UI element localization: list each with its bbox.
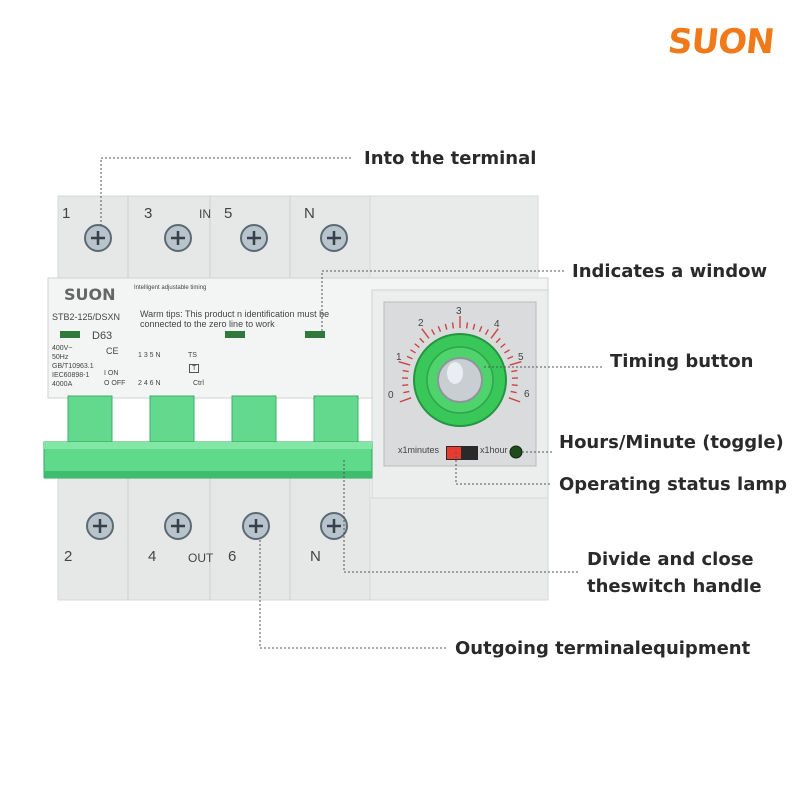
x1hour-label: x1hour <box>480 445 508 455</box>
bottom-terminal-4: 4 <box>148 548 157 565</box>
callout-timing-button: Timing button <box>610 351 754 372</box>
top-terminal-1: 1 <box>62 205 71 222</box>
top-terminal-n: N <box>304 205 315 222</box>
leader-outgoing-terminal <box>259 540 446 649</box>
dial-tick <box>451 322 455 329</box>
dial-tick <box>444 323 448 330</box>
leader-operating-lamp <box>455 452 552 485</box>
indicator-window-3 <box>305 331 325 338</box>
bottom-screw-4 <box>164 512 192 540</box>
top-screw-n <box>320 224 348 252</box>
dial-tick <box>504 349 510 354</box>
dial-tick <box>406 355 413 360</box>
panel-logo: SUON <box>64 285 116 304</box>
bottom-screw-n <box>320 512 348 540</box>
callout-hours-minute-toggle: Hours/Minute (toggle) <box>559 432 784 453</box>
pole-numbers-top: 1 3 5 N <box>138 352 161 359</box>
leader-divide-close <box>343 460 580 573</box>
dial-ticks <box>398 316 522 403</box>
dial-tick <box>484 329 490 336</box>
dial-tick <box>402 369 409 373</box>
breaking-capacity: 4000A <box>52 381 73 388</box>
dial-tick <box>510 390 517 394</box>
bottom-terminal-2: 2 <box>64 548 73 565</box>
top-housing-right <box>369 195 539 279</box>
dial-number-3: 3 <box>456 306 462 317</box>
on-label: I ON <box>104 370 119 377</box>
indicator-window-1 <box>60 331 80 338</box>
dial-tick <box>495 337 501 344</box>
dial-number-6: 6 <box>524 389 530 400</box>
callout-divide-close-line2: theswitch handle <box>587 576 762 597</box>
dial-tick <box>465 322 469 329</box>
warm-tips-line2: connected to the zero line to work <box>140 319 275 329</box>
lever-2 <box>149 395 195 445</box>
dial-number-0: 0 <box>388 390 394 401</box>
lever-3 <box>231 395 277 445</box>
standard-2: IEC60898-1 <box>52 372 90 379</box>
frequency: 50Hz <box>52 354 69 361</box>
lever-4 <box>313 395 359 445</box>
dial-tick <box>500 343 506 349</box>
bottom-screw-6 <box>242 512 270 540</box>
off-label: O OFF <box>104 380 126 387</box>
rating-d63: D63 <box>92 330 113 342</box>
leader-into-terminal <box>100 157 352 226</box>
callout-indicates-window: Indicates a window <box>572 261 768 282</box>
indicator-window-2 <box>225 331 245 338</box>
callout-operating-lamp: Operating status lamp <box>559 474 787 495</box>
leader-indicates-window <box>321 270 566 331</box>
top-screw-1 <box>84 224 112 252</box>
dial-tick <box>414 343 420 349</box>
callout-into-terminal: Into the terminal <box>364 148 537 169</box>
dial-tick <box>507 355 514 360</box>
top-screw-5 <box>240 224 268 252</box>
dial-tick <box>472 323 476 330</box>
warm-tips-line1: Warm tips: This product n identification… <box>140 309 330 319</box>
voltage: 400V~ <box>52 345 73 352</box>
x1minutes-label: x1minutes <box>398 445 440 455</box>
dial-tick <box>490 328 499 339</box>
dial-tick <box>398 360 411 366</box>
lever-1 <box>67 395 113 445</box>
top-terminal-3: 3 <box>144 205 153 222</box>
dial-number-2: 2 <box>418 318 424 329</box>
dial-tick <box>430 329 436 336</box>
dial-tick <box>511 369 518 373</box>
bottom-screw-2 <box>86 512 114 540</box>
dial-number-1: 1 <box>396 352 402 363</box>
bottom-terminal-n: N <box>310 548 321 565</box>
bottom-housing-right <box>369 497 549 601</box>
dial-number-5: 5 <box>518 352 524 363</box>
dial-tick <box>509 360 522 366</box>
ts-label: TS <box>188 352 197 359</box>
dial-tick <box>478 325 483 333</box>
dial-tick <box>508 397 521 403</box>
dial-number-4: 4 <box>494 319 500 330</box>
dial-tick <box>410 349 416 354</box>
operating-status-lamp <box>509 445 523 459</box>
callout-divide-close-line1: Divide and close <box>587 549 754 570</box>
dial-tick <box>419 337 425 344</box>
dial-tick <box>403 390 410 394</box>
ce-mark: CE <box>106 346 119 356</box>
ctrl-label: Ctrl <box>193 380 204 387</box>
pole-numbers-bottom: 2 4 6 N <box>138 380 161 387</box>
panel-header-small: Intelligent adjustable timing <box>134 285 207 291</box>
dial-tick <box>399 397 412 403</box>
top-terminal-5: 5 <box>224 205 233 222</box>
dial-tick <box>421 328 430 339</box>
t-label: T <box>189 364 200 373</box>
bottom-out-label: OUT <box>188 551 214 565</box>
standard-1: GB/T10963.1 <box>52 363 94 370</box>
bottom-terminal-6: 6 <box>228 548 237 565</box>
top-in-label: IN <box>199 207 211 221</box>
dial-tick <box>437 325 442 333</box>
dial-tick <box>402 384 409 387</box>
callout-outgoing-terminal: Outgoing terminalequipment <box>455 638 751 659</box>
model-number: STB2-125/DSXN <box>52 312 121 322</box>
dial-tick <box>511 384 518 387</box>
top-screw-3 <box>164 224 192 252</box>
